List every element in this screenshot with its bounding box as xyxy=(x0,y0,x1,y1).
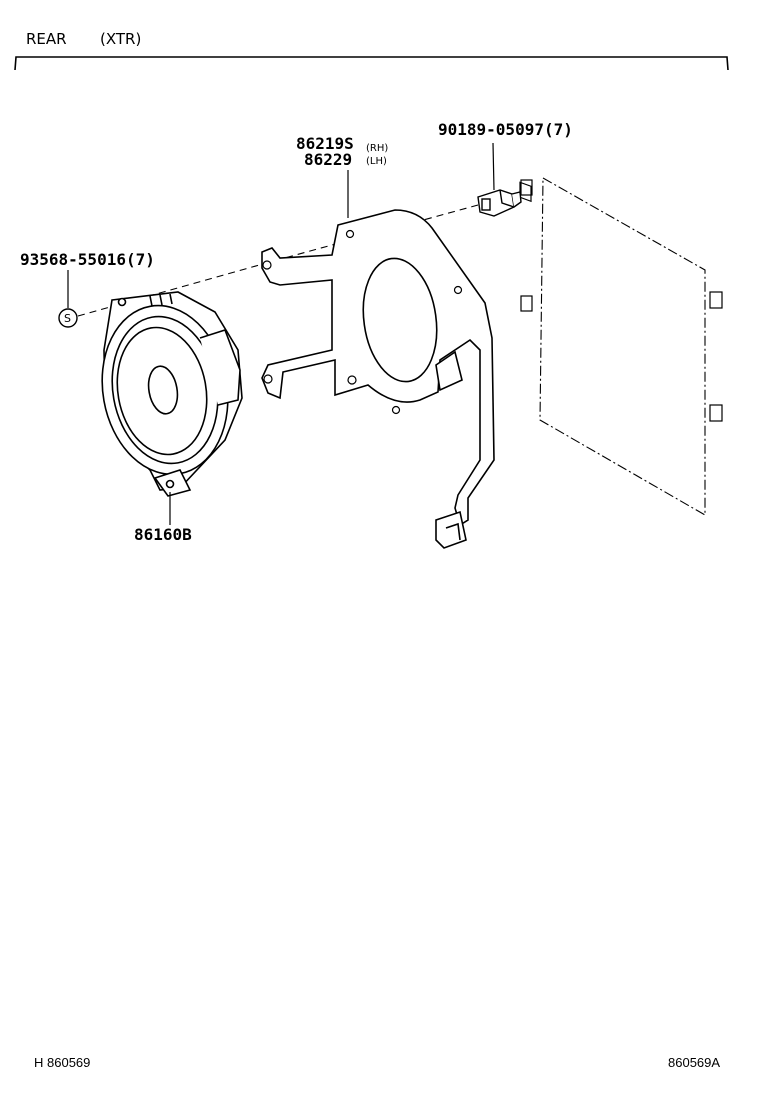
variant-label: (XTR) xyxy=(100,30,142,48)
clip-leader xyxy=(492,142,495,191)
speaker-unit xyxy=(101,291,243,497)
speaker-part-number: 86160B xyxy=(134,525,192,544)
section-title: REAR xyxy=(26,30,67,48)
clip-part xyxy=(477,189,522,217)
footer-left-code: H 860569 xyxy=(34,1055,91,1070)
panel-holes xyxy=(519,179,723,422)
screw-part-number: 93568-55016(7) xyxy=(20,250,155,269)
bracket-holes xyxy=(262,229,463,415)
bracket-lh-part-number: 86229 xyxy=(304,150,353,169)
speaker-bracket xyxy=(261,209,495,549)
header-bracket-line xyxy=(14,56,729,71)
bracket-rh-part-number: 86219S xyxy=(296,134,354,153)
door-panel-outline xyxy=(539,177,706,516)
clip-part-number: 90189-05097(7) xyxy=(438,120,573,139)
bracket-rh-side-label: (RH) xyxy=(366,143,389,154)
screw-symbol-icon xyxy=(58,308,78,328)
screw-symbol-label: S xyxy=(64,312,71,325)
assembly-line-screw xyxy=(77,261,271,317)
bracket-lh-side-label: (LH) xyxy=(366,156,387,167)
footer-right-code: 860569A xyxy=(668,1055,721,1070)
